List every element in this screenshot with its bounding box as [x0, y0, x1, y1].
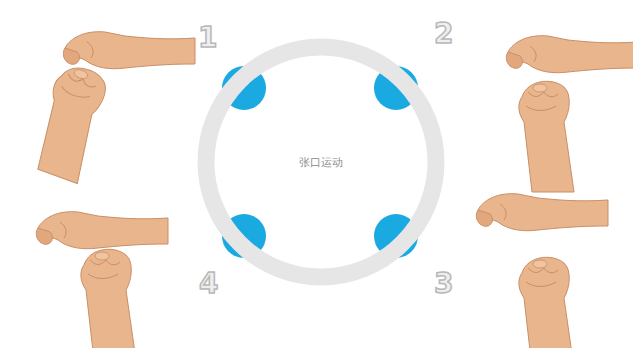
- step-number: 1: [198, 24, 217, 52]
- step-number: 2: [434, 20, 453, 48]
- upper-hand: [63, 32, 195, 69]
- ring-node: 张口运动: [196, 37, 446, 287]
- lower-hand: [519, 81, 574, 192]
- lower-hand: [519, 257, 574, 348]
- upper-hand: [506, 36, 633, 73]
- hand-photo: [476, 194, 608, 348]
- hand-photo: [25, 32, 195, 184]
- hand-photo: [506, 36, 633, 192]
- center-title: 张口运动: [299, 155, 343, 170]
- upper-hand: [476, 194, 608, 231]
- hand-photo: [36, 212, 168, 348]
- upper-hand: [36, 212, 168, 249]
- lower-hand: [25, 61, 115, 184]
- step-number: 4: [199, 270, 218, 298]
- lower-hand: [81, 249, 136, 348]
- step-number: 3: [434, 270, 453, 298]
